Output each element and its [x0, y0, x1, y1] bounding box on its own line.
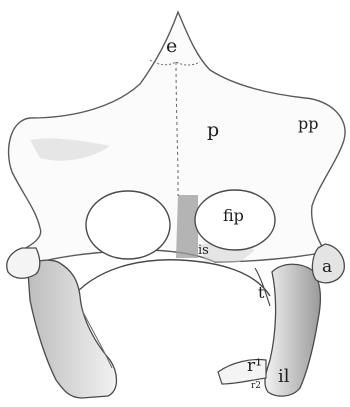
- left-acetabulum: [7, 248, 40, 278]
- right-shading: [176, 195, 198, 258]
- label-t: t: [258, 285, 264, 301]
- label-e: e: [166, 37, 177, 56]
- label-pp: pp: [298, 116, 318, 132]
- label-fip: fip: [223, 208, 244, 224]
- right-ilium: [265, 264, 321, 396]
- label-p: p: [207, 121, 219, 140]
- left-foramen: [86, 191, 170, 259]
- left-ilium: [28, 260, 117, 398]
- ischial-arch: [70, 260, 270, 300]
- label-r2: r2: [251, 382, 261, 391]
- label-a: a: [322, 259, 332, 276]
- label-r1: r¹: [247, 358, 262, 375]
- label-is: is: [198, 244, 209, 257]
- label-il: il: [278, 368, 290, 386]
